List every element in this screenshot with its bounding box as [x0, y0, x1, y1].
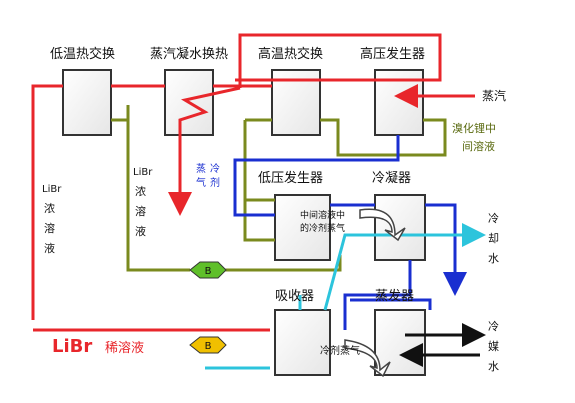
chilled-water-c2: 媒 — [488, 340, 499, 353]
absorber-box — [274, 309, 331, 376]
high-temp-hx-label: 高温热交换 — [258, 46, 323, 62]
pump-lower-label: B — [205, 341, 212, 352]
steam-zigzag — [168, 86, 241, 216]
evaporator-box — [374, 309, 426, 376]
red-flow-lines — [31, 33, 475, 332]
low-temp-hx-box — [62, 69, 112, 136]
refrig-vapor-c3: 气 — [196, 176, 206, 189]
condenser-to-evap — [350, 298, 432, 310]
conc-left-vertical — [126, 105, 190, 272]
chilled-water-c3: 水 — [488, 360, 499, 373]
vapor-arrow-upper — [359, 208, 406, 242]
libr-intermediate-line2: 间溶液 — [462, 139, 495, 153]
absorber-label: 吸收器 — [275, 289, 314, 304]
condenser-out — [343, 260, 412, 330]
evaporator-label: 蒸发器 — [375, 288, 414, 304]
libr-conc-left-1: LiBr — [42, 184, 62, 195]
conc-from-lpgen — [225, 255, 342, 272]
pump-upper-label: B — [205, 266, 212, 277]
refrig-cooling-side — [425, 203, 467, 296]
dilute-solution-label: 稀溶液 — [105, 341, 144, 356]
libr-conc-left-2: 浓 — [44, 202, 55, 215]
steam-label: 蒸汽 — [482, 88, 506, 103]
libr-conc-mid-3: 溶 — [135, 204, 146, 218]
equipment-boxes — [62, 69, 426, 376]
libr-conc-mid-1: LiBr — [133, 167, 153, 178]
vapor-arrow-lower — [344, 339, 391, 378]
libr-conc-mid-4: 液 — [135, 224, 146, 238]
high-pressure-gen-label: 高压发生器 — [360, 46, 425, 62]
low-pressure-gen-label: 低压发生器 — [258, 170, 323, 186]
low-temp-hx-label: 低温热交换 — [50, 46, 115, 62]
black-flow-lines — [399, 323, 486, 367]
steam-condensate-hx-label: 蒸汽凝水换热 — [150, 46, 228, 62]
cooling-water-absorber-up — [323, 223, 486, 311]
intermediate-vapor-line2: 的冷剂蒸气 — [300, 222, 345, 234]
condenser-box — [374, 194, 426, 261]
libr-intermediate-line1: 溴化锂中 — [452, 121, 496, 135]
pump-upper: B — [189, 261, 227, 279]
low-pressure-gen-box — [274, 194, 331, 261]
cooling-water-c2: 却 — [488, 232, 499, 245]
blue-flow-lines — [233, 135, 467, 330]
steam-top-line — [238, 33, 442, 88]
intermediate-loop — [320, 118, 447, 157]
chilled-water-c1: 冷 — [488, 320, 499, 333]
condenser-label: 冷凝器 — [372, 170, 411, 186]
cooling-water-c3: 水 — [488, 252, 499, 265]
refrig-vapor-hpgen — [233, 135, 400, 217]
refrig-vapor-c2: 冷 — [210, 162, 220, 175]
refrigerant-vapor2-label: 冷剂蒸气 — [320, 344, 360, 357]
intermediate-vapor-line1: 中间溶液中 — [300, 209, 345, 221]
pump-lower: B — [189, 336, 227, 354]
libr-big-label: LiBr — [52, 336, 92, 357]
cooling-water-c1: 冷 — [488, 212, 499, 225]
refrig-vapor-c4: 剂 — [210, 176, 220, 189]
labels: 低温热交换 蒸汽凝水换热 高温热交换 高压发生器 蒸汽 溴化锂中 间溶液 蒸 冷… — [42, 46, 506, 373]
libr-conc-left-4: 液 — [44, 241, 55, 255]
libr-conc-mid-2: 浓 — [135, 185, 146, 198]
cyan-flow-lines — [205, 223, 486, 370]
dilute-main-left — [31, 84, 63, 320]
libr-conc-left-3: 溶 — [44, 221, 55, 235]
refrig-vapor-c1: 蒸 — [196, 163, 206, 175]
